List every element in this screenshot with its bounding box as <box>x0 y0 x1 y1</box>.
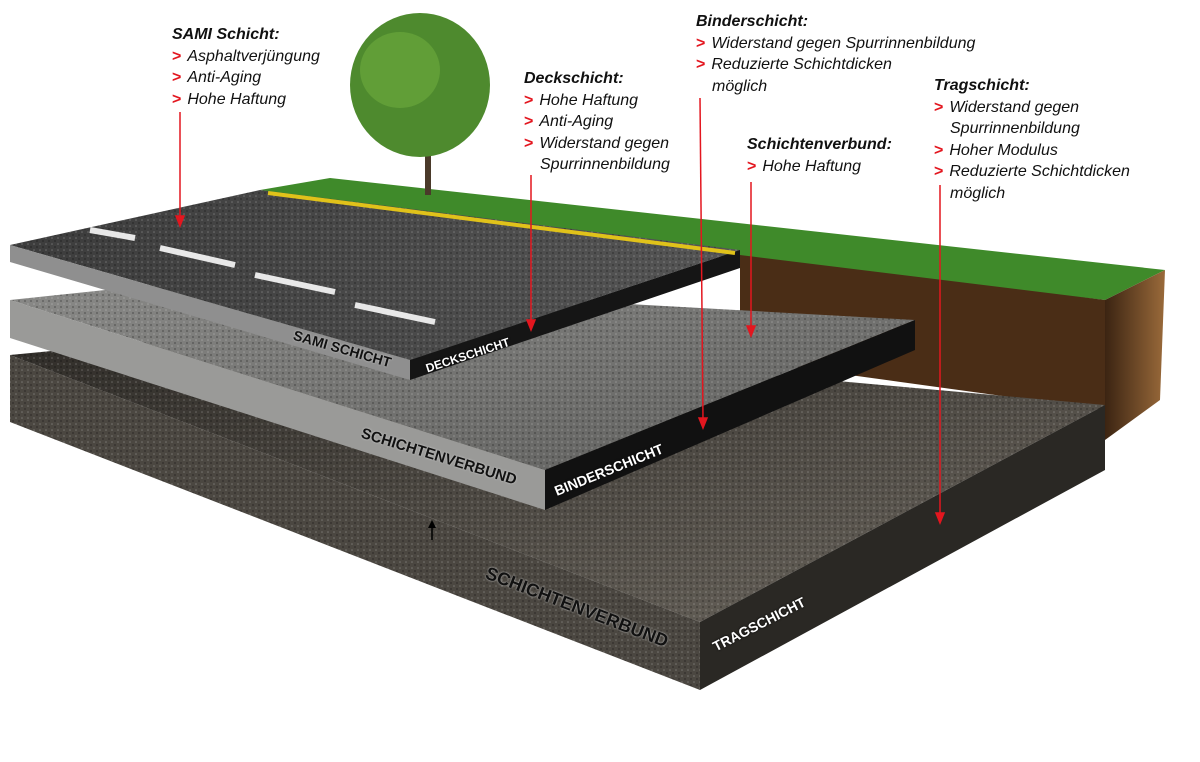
annotation-item: >Hohe Haftung <box>747 157 862 175</box>
annotation-item-cont: Spurrinnenbildung <box>950 120 1080 137</box>
binderschicht-side <box>545 320 915 510</box>
annotation-sami: SAMI Schicht: >Asphaltverjüngung >Anti-A… <box>172 24 320 110</box>
tragschicht-side <box>700 405 1105 690</box>
annotation-item: >Reduzierte Schichtdicken <box>934 163 1130 180</box>
verbund-arrow <box>428 520 436 540</box>
annotation-title: Schichtenverbund: <box>747 136 892 153</box>
annotation-title: Binderschicht: <box>696 13 809 30</box>
annotation-item-cont: möglich <box>712 77 768 95</box>
annotation-item: >Reduzierte Schichtdicken <box>696 56 892 73</box>
annotation-item: >Widerstand gegen <box>934 98 1080 116</box>
annotation-item-cont: möglich <box>950 184 1006 202</box>
annotation-title: Tragschicht: <box>934 77 1030 94</box>
grass-surface <box>260 178 1165 300</box>
annotation-item: >Hohe Haftung <box>524 91 639 109</box>
annotation-binderschicht: Binderschicht: >Widerstand gegen Spurrin… <box>696 11 975 97</box>
binderschicht-front <box>10 300 545 510</box>
annotation-schichtenverbund: Schichtenverbund: >Hohe Haftung <box>747 134 892 177</box>
annotation-item: >Widerstand gegen <box>524 134 670 152</box>
lane-markings <box>89 227 436 325</box>
sami-front <box>10 245 410 380</box>
annotation-item: >Anti-Aging <box>172 69 262 86</box>
annotation-deckschicht: Deckschicht: >Hohe Haftung >Anti-Aging >… <box>524 68 670 176</box>
annotation-item: >Widerstand gegen Spurrinnenbildung <box>696 34 976 52</box>
annotation-item: >Hoher Modulus <box>934 141 1058 159</box>
annotation-item: >Asphaltverjüngung <box>172 47 320 65</box>
annotation-title: SAMI Schicht: <box>172 26 280 43</box>
center-line <box>267 191 736 255</box>
annotation-title: Deckschicht: <box>524 70 624 87</box>
annotation-item: >Hohe Haftung <box>172 90 287 108</box>
soil-side <box>1105 270 1165 440</box>
annotation-tragschicht: Tragschicht: >Widerstand gegen Spurrinne… <box>934 75 1130 204</box>
pointer-arrows <box>174 97 946 526</box>
annotation-item-cont: Spurrinnenbildung <box>540 156 670 173</box>
deckschicht-side <box>410 250 740 380</box>
annotation-item: >Anti-Aging <box>524 113 614 130</box>
